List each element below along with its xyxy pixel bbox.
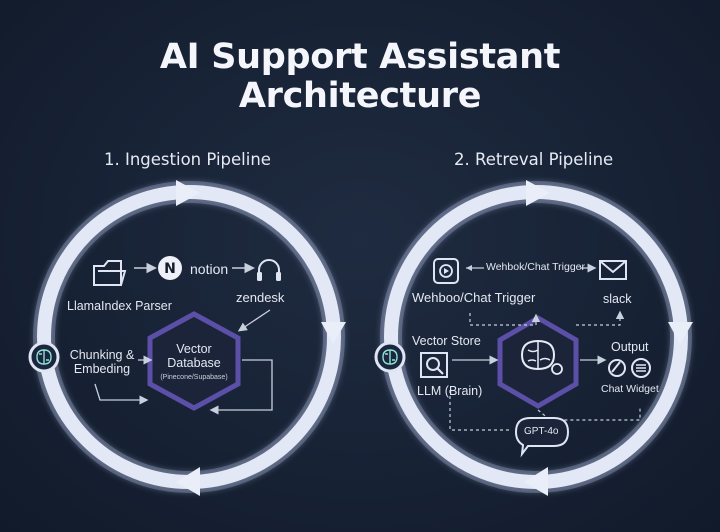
ring-arrow-bottom [176, 467, 200, 496]
vector-database-line2: Database [167, 356, 221, 371]
mail-icon [599, 260, 627, 280]
output-label: Output [611, 340, 649, 354]
chat-widget-label: Chat Widget [601, 383, 659, 395]
ring-arrow-top-right [526, 180, 550, 206]
vector-database-line1: Vector [176, 342, 212, 356]
llm-brain-label: LLM (Brain) [417, 384, 483, 398]
page-title-line2: Architecture [238, 76, 482, 116]
slack-label: slack [603, 292, 632, 306]
chat-trigger-icon [433, 258, 459, 284]
ingestion-heading: 1. Ingestion Pipeline [104, 150, 271, 169]
vector-database-hexagon [147, 311, 241, 411]
chunking-label: Chunking & Embeding [64, 348, 140, 377]
folder-icon [93, 260, 127, 286]
chunking-label-line1: Chunking & [69, 348, 135, 362]
gpt-label: GPT-4o [524, 426, 559, 437]
openai-icon [608, 359, 626, 377]
gpt-bubble [514, 417, 570, 458]
ring-arrow-top [176, 180, 200, 206]
ingestion-ring [33, 180, 346, 496]
notion-icon: N [158, 256, 182, 280]
webhook-trigger-label: Wehboo/Chat Trigger [412, 290, 536, 305]
vector-database-label: Vector Database (Pinecone/Supabase) [154, 342, 234, 382]
ring-arrow-right-2 [668, 322, 693, 344]
svg-text:N: N [164, 261, 176, 277]
ring-arrow-right [321, 322, 346, 344]
chunking-label-line2: Embeding [73, 362, 131, 377]
vector-store-label: Vector Store [412, 334, 481, 348]
search-icon [420, 352, 448, 378]
zendesk-label: zendesk [236, 290, 285, 305]
brain-gear-icon [520, 339, 563, 375]
retrieval-ring [380, 180, 693, 496]
notion-label: notion [190, 261, 229, 277]
parser-label: LlamaIndex Parser [67, 299, 172, 313]
ring-arrow-bottom-2 [524, 467, 548, 496]
retrieval-heading: 2. Retreval Pipeline [454, 150, 614, 169]
brain-chip-icon [374, 341, 406, 373]
webhook-trigger-top: Wehbok/Chat Trigger [486, 261, 586, 273]
vector-database-sub: (Pinecone/Supabase) [160, 373, 228, 381]
headphones-icon [257, 259, 281, 281]
brain-chip-icon [28, 341, 60, 373]
page-title-line1: AI Support Assistant [159, 37, 561, 77]
menu-icon [631, 358, 651, 378]
